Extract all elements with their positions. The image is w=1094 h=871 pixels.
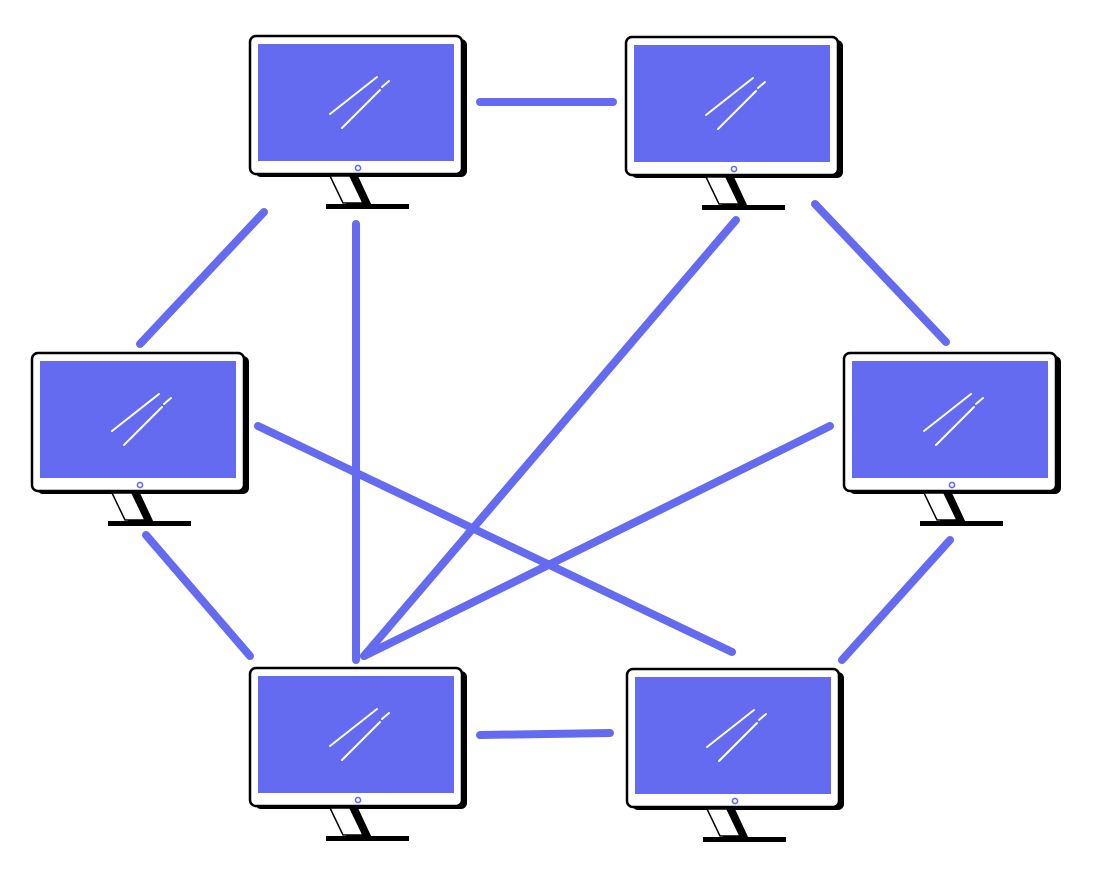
glare-line (163, 397, 172, 405)
connection-line (254, 422, 736, 656)
glare-line (329, 708, 378, 747)
screen (635, 677, 831, 794)
glare-line (975, 397, 984, 405)
monitor-icon[interactable] (248, 666, 467, 841)
glare-line (341, 89, 381, 129)
connection-line (811, 200, 950, 346)
links-layer (136, 98, 954, 739)
glare-line (341, 721, 381, 761)
glare-line (705, 77, 754, 116)
glare-line (381, 80, 390, 88)
glare-line (757, 81, 766, 89)
power-light (948, 481, 956, 489)
stand-base (326, 836, 409, 841)
screen (852, 361, 1048, 478)
glare-line (923, 393, 972, 432)
stand-base (703, 837, 786, 842)
glare-line (718, 722, 758, 762)
glare-line (935, 406, 975, 446)
power-light (354, 164, 362, 172)
glare-line (717, 90, 757, 130)
monitor-icon[interactable] (842, 351, 1061, 526)
glare-line (329, 76, 378, 115)
glare-line (758, 713, 767, 721)
glare-line (706, 709, 755, 748)
screen (258, 44, 454, 161)
screen (258, 676, 454, 793)
connection-line (360, 422, 834, 660)
glare-line (381, 712, 390, 720)
connection-line (838, 536, 954, 664)
stand-base (108, 521, 191, 526)
stand-base (702, 205, 785, 210)
stand-neck (704, 176, 741, 205)
connection-line (360, 216, 740, 660)
stand-neck (110, 492, 147, 521)
screen (40, 361, 236, 478)
power-light (354, 796, 362, 804)
stand-neck (705, 808, 742, 837)
power-light (136, 481, 144, 489)
glare-line (111, 393, 160, 432)
power-light (731, 797, 739, 805)
connection-line (476, 729, 614, 739)
monitor-icon[interactable] (624, 35, 843, 210)
stand-neck (328, 175, 365, 204)
monitor-icon[interactable] (248, 34, 467, 209)
connection-line (142, 531, 254, 660)
monitor-icon[interactable] (625, 667, 844, 842)
stand-base (920, 521, 1003, 526)
monitor-icon[interactable] (30, 351, 249, 526)
glare-line (123, 406, 163, 446)
connection-line (136, 208, 268, 348)
power-light (730, 165, 738, 173)
screen (634, 45, 830, 162)
stand-base (326, 204, 409, 209)
nodes-layer (30, 34, 1061, 842)
stand-neck (922, 492, 959, 521)
stand-neck (328, 807, 365, 836)
